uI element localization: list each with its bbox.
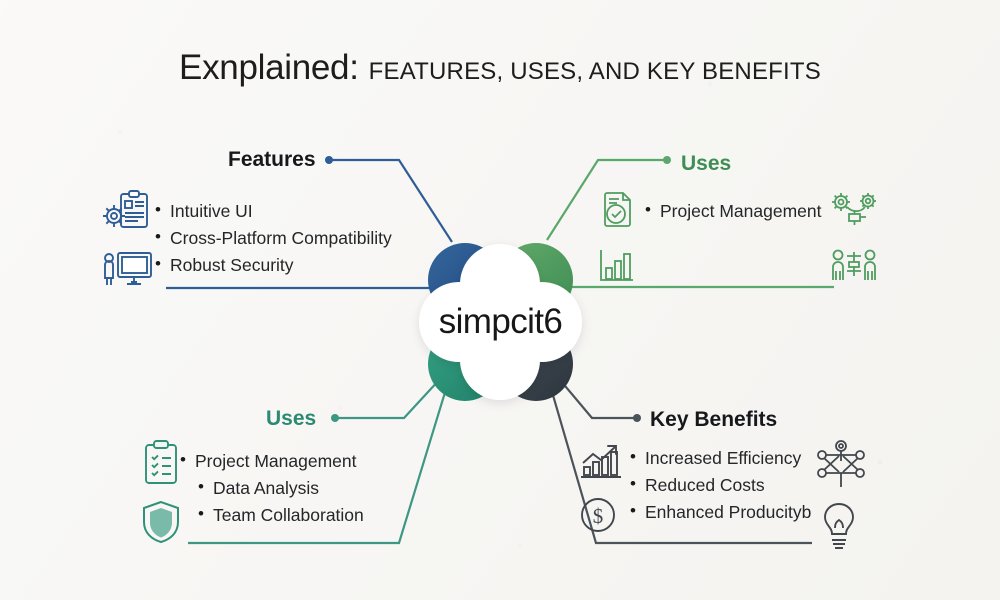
connector-uses-top-top [546,158,665,241]
key-benefits-icons-left: $ [578,443,624,535]
checklist-clipboard-icon [145,440,177,484]
section-uses-top: Uses [681,152,731,176]
features-bullet-list: Intuitive UI Cross-Platform Compatibilit… [155,197,392,279]
section-key-benefits: Key Benefits [650,408,777,432]
list-item: Data Analysis [198,474,364,502]
document-check-icon [604,192,631,227]
list-item: Intuitive UI [155,197,392,225]
list-item: Enhanced Producityb [630,498,811,526]
network-nodes-icon [817,440,865,487]
page-title: Exnplained: FEATURES, USES, AND KEY BENEF… [0,48,1000,88]
uses-top-heading: Uses [681,152,732,175]
svg-text:$: $ [593,504,604,528]
uses-top-bullet-list: Project Management [645,197,821,225]
connector-features-top [331,158,453,243]
list-item: Reduced Costs [630,471,811,499]
connector-dot-uses-bottom [331,414,339,422]
list-item: Project Management [645,197,821,225]
gears-process-icon [832,193,876,225]
clipboard-gear-icon [103,190,148,228]
logo-cloud-shape [419,244,582,400]
lightbulb-icon [824,503,854,549]
list-item: Increased Efficiency [630,444,811,472]
section-uses-bottom: Uses [266,407,316,431]
connector-dot-features [325,156,333,164]
connector-dot-uses-top [663,156,671,164]
bar-chart-icon [600,250,633,281]
person-monitor-icon [104,252,152,285]
key-benefits-bullet-list: Increased Efficiency Reduced Costs Enhan… [630,444,811,526]
title-subtitle: FEATURES, USES, AND KEY BENEFITS [368,58,821,85]
list-item: Robust Security [155,251,392,279]
uses-bottom-bullet-list: Project Management Data Analysis Team Co… [180,447,364,529]
features-heading: Features [228,148,316,171]
list-item: Cross-Platform Compatibility [155,224,392,252]
growth-chart-icon [581,445,621,478]
connector-key-benefits-bottom [546,377,812,545]
dollar-circle-icon: $ [581,498,615,532]
center-logo-cluster: simpcit6 [393,232,608,412]
uses-top-icons-right [830,190,878,284]
connector-dot-key-benefits [633,414,641,422]
uses-top-icons-left [597,190,637,284]
title-main: Exnplained: [179,48,359,87]
logo-petals [419,243,582,401]
key-benefits-icons-right [815,440,867,552]
features-icons [102,190,154,290]
connector-uses-bottom-bottom [188,375,452,545]
section-features: Features [228,148,316,172]
list-item: Project Management [180,447,364,475]
uses-bottom-icons [140,440,182,544]
list-item: Team Collaboration [198,501,364,529]
uses-bottom-heading: Uses [266,407,317,430]
key-benefits-heading: Key Benefits [650,408,778,431]
team-structure-icon [832,249,876,280]
shield-icon [143,500,179,544]
logo-wordmark: simpcit6 [438,302,563,341]
